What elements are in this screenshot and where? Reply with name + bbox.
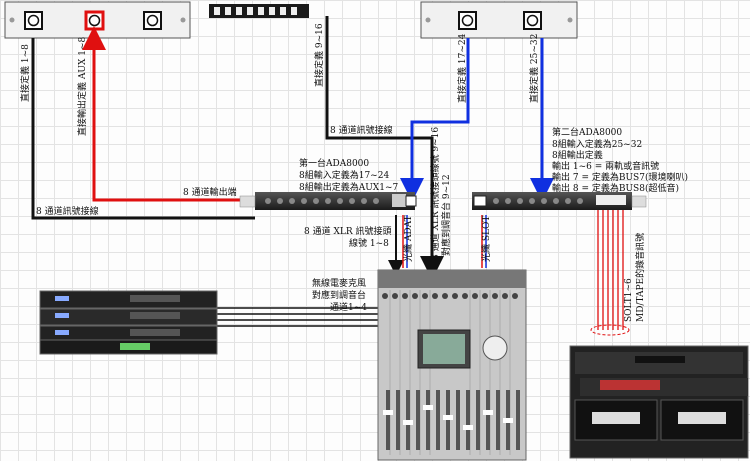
wireless-receiver-rack — [39, 290, 218, 355]
label-xlr-9-16: 8 通道 XLR 訊號接頭線號 9~16 — [429, 127, 441, 260]
top-right-patch-panel — [420, 1, 578, 39]
ada8000-unit-2 — [472, 192, 647, 210]
top-left-patch-panel — [4, 1, 191, 39]
label-direct-def-25-32: 直接定義 25~32 — [528, 34, 540, 103]
cable-black-ch9-16 — [325, 16, 444, 280]
ada1-title: 第一台ADA8000 — [299, 157, 369, 169]
label-md-tape: MD/TAPE的錄音訊號 — [634, 233, 646, 322]
ada2-line5: 輸出 8 = 定義為BUS8(超低音) — [552, 182, 679, 194]
ada1-line1: 8組輸入定義為17~24 — [299, 169, 389, 181]
top-middle-connector-strip — [209, 4, 309, 18]
label-direct-def-1-8: 直接定義 1~8 — [19, 44, 31, 102]
ada1-line2: 8組輸出定義為AUX1~7 — [299, 181, 398, 193]
label-xlr-lines: 線號 1~8 — [349, 237, 389, 249]
cable-wireless-to-mixer — [215, 307, 378, 327]
label-direct-def-17-24: 直接定義 17~24 — [456, 33, 468, 103]
label-mixer-map: 對應到調音台 9~12 — [440, 174, 452, 256]
cable-red-ada2-outputs — [597, 210, 624, 330]
label-optical-slot: 光纖 SLOT — [480, 216, 492, 262]
cable-blue-ch17-24 — [400, 38, 470, 202]
label-wireless-mic: 無線電麥克風 — [312, 277, 366, 289]
ada8000-unit-1 — [239, 192, 417, 210]
ada2-line2: 8組輸出定義 — [552, 149, 603, 161]
solt-bundle-ellipse — [590, 324, 630, 336]
label-8ch-signal-line: 8 通道訊號接線 — [36, 205, 99, 217]
digital-mixer — [377, 269, 527, 461]
label-direct-def-9-16: 直接定義 9~16 — [313, 23, 325, 87]
cable-black-ch1-8 — [31, 38, 255, 220]
ada2-line3: 輸出 1~6 = 兩軌或音訊號 — [552, 160, 659, 172]
label-optical-adat: 光纖 ADAT — [402, 215, 414, 262]
ada2-title: 第二台ADA8000 — [552, 126, 622, 138]
label-wireless-channels: 通道1~4 — [330, 301, 367, 313]
label-aux-out-def: 直接輸出定義 AUX 1~8 — [76, 37, 88, 136]
ada2-line1: 8組輸入定義為25~32 — [552, 138, 642, 150]
label-8ch-output: 8 通道輸出端 — [183, 186, 237, 198]
ada2-line4: 輸出 7 = 定義為BUS7(環境喇叭) — [552, 171, 688, 183]
label-wireless-map: 對應到調音台 — [312, 289, 366, 301]
md-tape-recorder — [569, 345, 749, 459]
label-8ch-signal-line-2: 8 通道訊號接線 — [330, 124, 393, 136]
label-xlr-conn: 8 通道 XLR 訊號接頭 — [304, 225, 391, 237]
label-solt: SOLT1~6 — [624, 278, 634, 322]
cable-red-aux — [82, 26, 258, 202]
